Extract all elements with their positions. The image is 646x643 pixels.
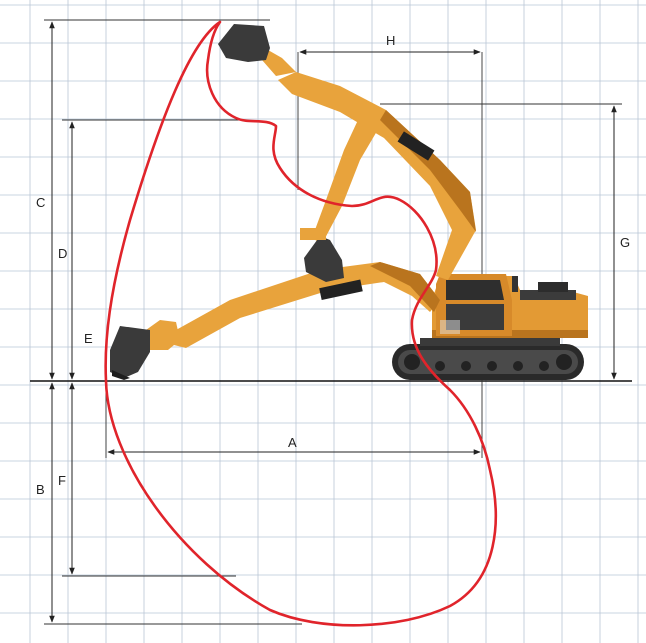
arm-lowered xyxy=(300,112,380,282)
working-range-envelope xyxy=(104,20,498,627)
bucket-extended xyxy=(110,326,150,378)
boom-extended xyxy=(110,262,440,380)
dimension-labels: C D E B F G H A xyxy=(36,33,630,497)
upper-structure xyxy=(432,274,588,338)
label-b: B xyxy=(36,482,45,497)
extension-lines xyxy=(44,19,622,625)
label-d: D xyxy=(58,246,67,261)
label-a: A xyxy=(288,435,297,450)
label-f: F xyxy=(58,473,66,488)
dimension-arrows xyxy=(49,21,617,623)
bucket-raised xyxy=(218,24,270,62)
excavator-illustration xyxy=(110,24,588,380)
label-e: E xyxy=(84,331,93,346)
label-h: H xyxy=(386,33,395,48)
boom-raised xyxy=(218,24,476,280)
label-g: G xyxy=(620,235,630,250)
track-assembly xyxy=(392,338,584,380)
label-c: C xyxy=(36,195,45,210)
